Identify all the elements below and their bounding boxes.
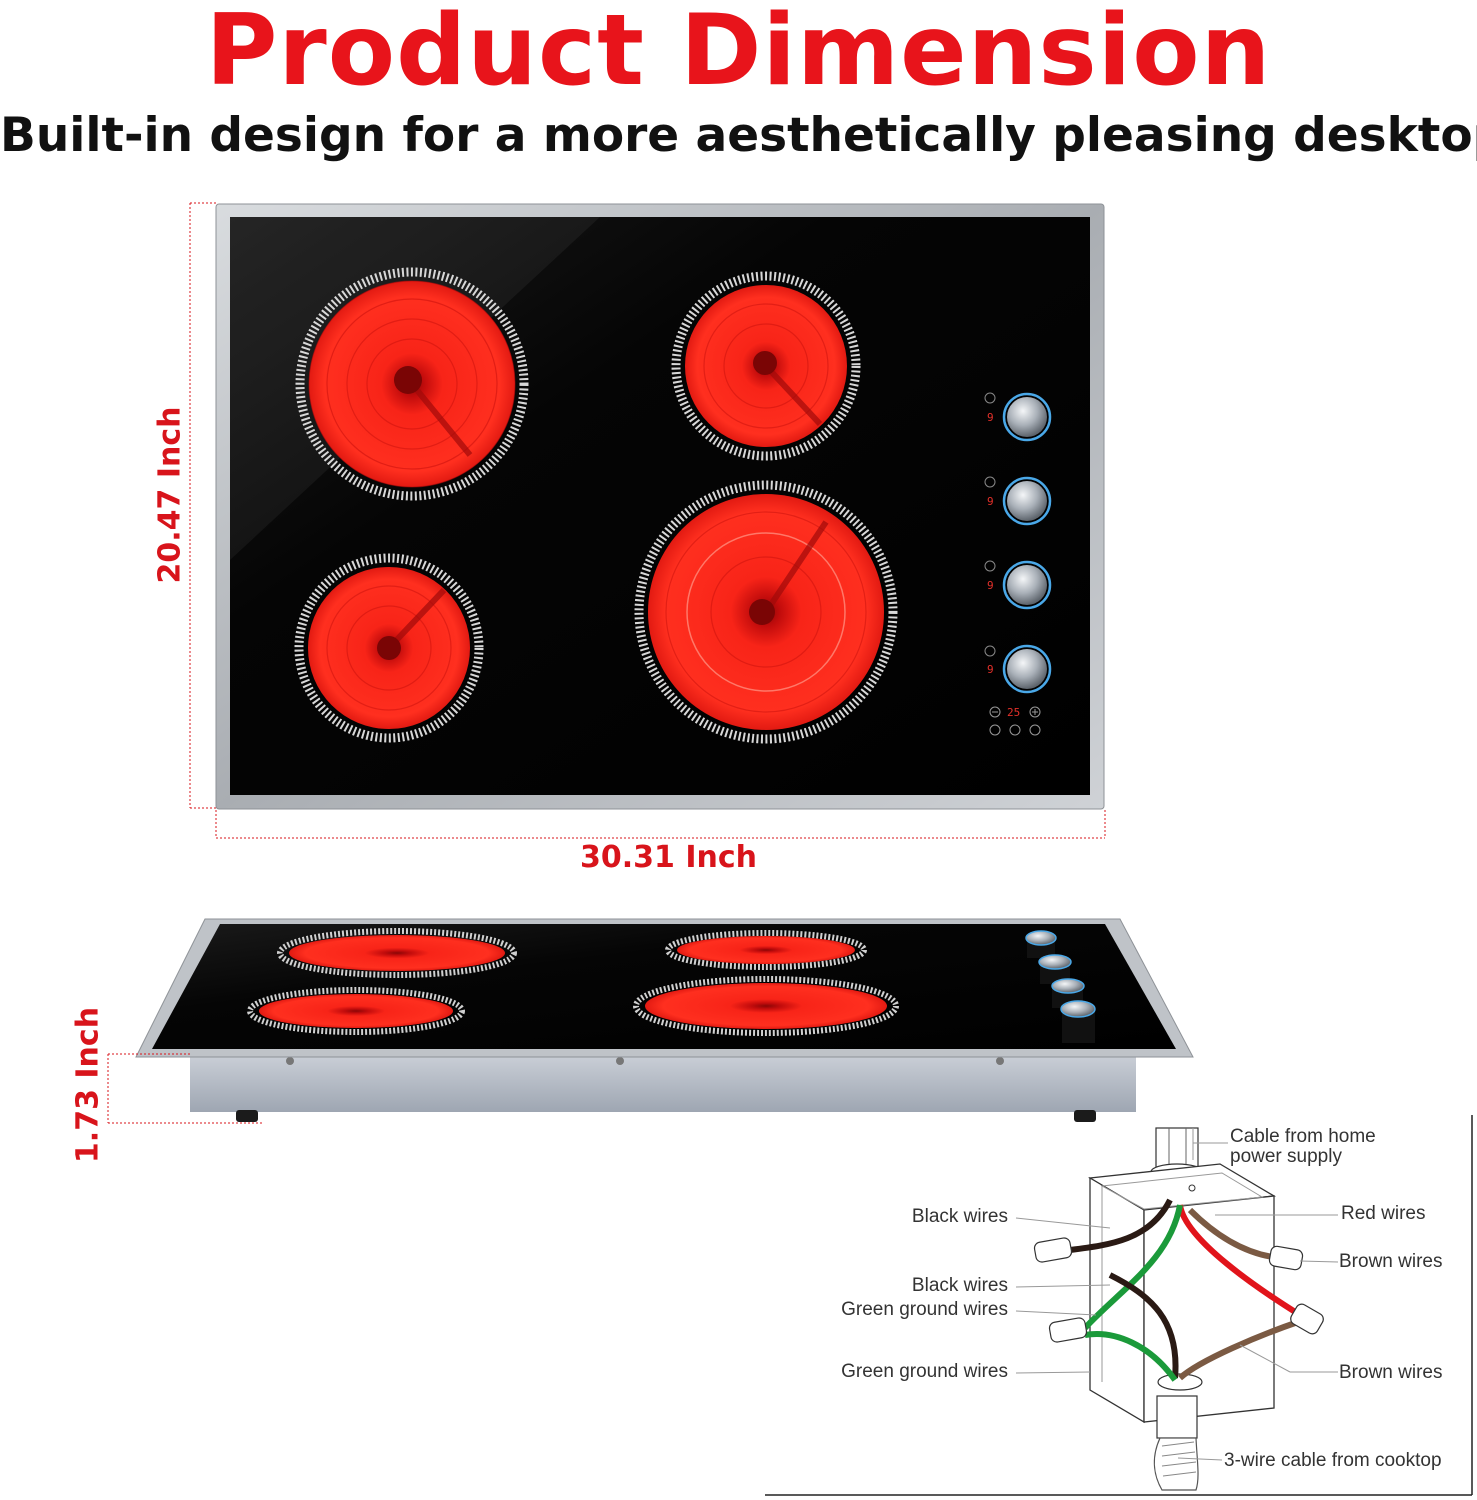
- knob-2-level: 9: [987, 495, 994, 508]
- knob-3[interactable]: [984, 560, 1052, 610]
- label-brown-wires-1: Brown wires: [1339, 1251, 1443, 1272]
- page-title: Product Dimension: [205, 0, 1272, 108]
- depth-dimension-label: 20.47 Inch: [152, 406, 188, 584]
- timer-icon[interactable]: [1009, 724, 1021, 736]
- knob-1[interactable]: [984, 392, 1052, 442]
- burner-front-left: [294, 553, 484, 743]
- burner-back-right: [671, 271, 861, 461]
- knob-4-level: 9: [987, 663, 994, 676]
- wire-nut-black: [1033, 1237, 1073, 1263]
- timer-controls: [989, 706, 1041, 736]
- burner-back-left: [295, 267, 529, 501]
- dimension-guides-side: [107, 1053, 262, 1124]
- label-leaders: [1015, 1128, 1339, 1461]
- minus-icon[interactable]: [989, 706, 1001, 718]
- wire-nut-red: [1290, 1303, 1324, 1335]
- power-icon[interactable]: [989, 724, 1001, 736]
- page-subtitle: Built-in design for a more aesthetically…: [0, 108, 1477, 163]
- label-cable-from-home: Cable from home power supply: [1230, 1126, 1376, 1167]
- cooktop-side-view: [107, 918, 1194, 1124]
- wiring-diagram: [765, 1115, 1473, 1496]
- label-green-ground-1: Green ground wires: [841, 1299, 1008, 1320]
- label-cooktop-cable: 3-wire cable from cooktop: [1224, 1450, 1442, 1471]
- cooktop-top-view: 9 9 9 9 25: [189, 202, 1106, 839]
- knob-1-level: 9: [987, 411, 994, 424]
- burner-front-right-dual: [634, 480, 898, 744]
- height-dimension-label: 1.73 Inch: [70, 1006, 106, 1164]
- knob-4[interactable]: [984, 644, 1052, 694]
- knob-3-level: 9: [987, 579, 994, 592]
- label-black-wires-2: Black wires: [911, 1275, 1008, 1296]
- plus-icon[interactable]: [1029, 706, 1041, 718]
- dimension-guides-top: [189, 202, 1106, 839]
- wire-nut-green: [1048, 1317, 1088, 1343]
- lock-icon[interactable]: [1029, 724, 1041, 736]
- side-view-knobs: [1025, 930, 1096, 1043]
- label-brown-wires-2: Brown wires: [1339, 1362, 1443, 1383]
- label-black-wires-1: Black wires: [911, 1206, 1008, 1227]
- width-dimension-label: 30.31 Inch: [580, 840, 757, 875]
- label-green-ground-2: Green ground wires: [841, 1361, 1008, 1382]
- label-red-wires: Red wires: [1341, 1203, 1426, 1224]
- timer-readout: 25: [1007, 706, 1020, 719]
- knob-2[interactable]: [984, 476, 1052, 526]
